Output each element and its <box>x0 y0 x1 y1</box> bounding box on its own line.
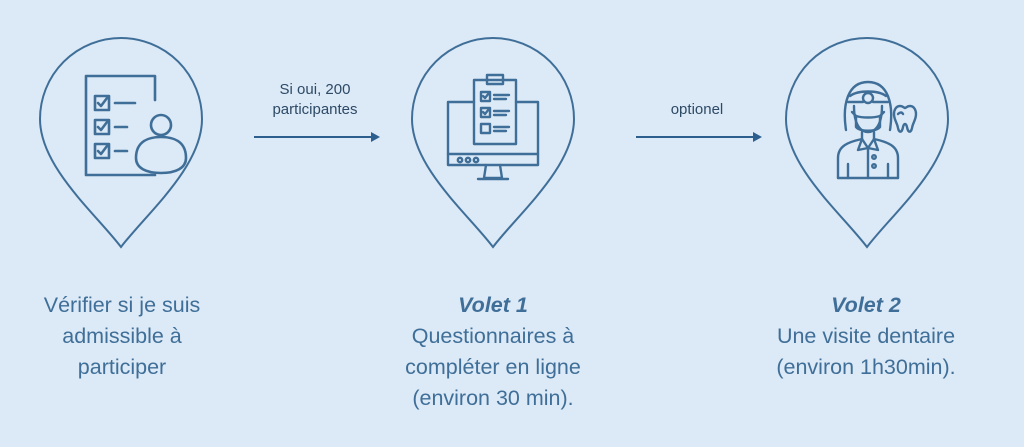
step-3-caption: Volet 2 Une visite dentaire (environ 1h3… <box>716 290 1016 383</box>
step-2-caption: Volet 1 Questionnaires à compléter en li… <box>343 290 643 414</box>
connector-1-label: Si oui, 200 participantes <box>240 78 390 132</box>
connector-1-line-1: Si oui, 200 <box>279 81 351 98</box>
step-3-line-1: Une visite dentaire <box>776 324 956 348</box>
step-1-line-1: Vérifier si je suis <box>43 293 201 317</box>
arrow-right-icon <box>636 132 762 142</box>
step-1-pin <box>36 32 206 250</box>
step-2-line-3: (environ 30 min). <box>412 386 574 410</box>
online-questionnaire-monitor-icon <box>446 73 540 181</box>
step-2-line-2: compléter en ligne <box>405 355 581 379</box>
connector-1: Si oui, 200 participantes <box>240 78 390 142</box>
connector-2-line-1: optionel <box>670 101 724 118</box>
step-3-line-2: (environ 1h30min). <box>776 355 956 379</box>
connector-2: optionel <box>622 78 772 142</box>
step-2-line-1: Questionnaires à <box>411 324 575 348</box>
step-2-pin <box>408 32 578 250</box>
connector-2-label: optionel <box>622 78 772 132</box>
step-3-title: Volet 2 <box>831 293 901 317</box>
checklist-person-icon <box>84 74 188 177</box>
step-1-line-3: participer <box>77 355 167 379</box>
step-3-pin <box>782 32 952 250</box>
arrow-right-icon <box>254 132 380 142</box>
dentist-icon <box>836 80 918 180</box>
step-1-line-2: admissible à <box>62 324 182 348</box>
step-1-caption: Vérifier si je suis admissible à partici… <box>0 290 272 383</box>
connector-1-line-2: participantes <box>272 101 358 118</box>
step-2-title: Volet 1 <box>458 293 528 317</box>
